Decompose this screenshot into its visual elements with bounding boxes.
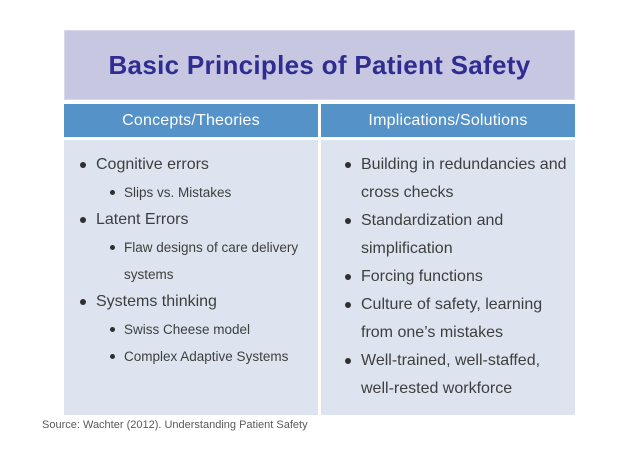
bullet-text: Culture of safety, learning from one’s m… — [361, 296, 543, 341]
bullet-icon — [110, 190, 115, 195]
bullet-item: Standardization and simplification — [339, 207, 569, 263]
bullet-icon — [345, 218, 351, 224]
bullet-icon — [80, 162, 86, 168]
bullet-item: Swiss Cheese model — [104, 316, 312, 343]
bullet-text: Systems thinking — [96, 293, 217, 310]
bullet-icon — [345, 358, 351, 364]
bullet-text: Standardization and simplification — [361, 212, 504, 257]
bullet-icon — [110, 245, 115, 250]
bullet-item: Flaw designs of care delivery systems — [104, 234, 312, 288]
bullet-text: Flaw designs of care delivery systems — [124, 240, 299, 282]
bullet-item: Culture of safety, learning from one’s m… — [339, 291, 569, 347]
column-header-label: Concepts/Theories — [122, 111, 260, 129]
concepts-cell: Cognitive errors Slips vs. Mistakes Late… — [64, 140, 318, 415]
column-header-concepts: Concepts/Theories — [64, 104, 318, 137]
bullet-item: Forcing functions — [339, 263, 569, 291]
bullet-text: Forcing functions — [361, 268, 483, 285]
bullet-text: Building in redundancies and cross check… — [361, 156, 567, 201]
bullet-text: Swiss Cheese model — [124, 322, 251, 337]
bullet-icon — [110, 327, 115, 332]
bullet-item: Slips vs. Mistakes — [104, 179, 312, 206]
column-header-label: Implications/Solutions — [368, 111, 528, 129]
bullet-icon — [345, 162, 351, 168]
bullet-item: Well-trained, well-staffed, well-rested … — [339, 347, 569, 403]
bullet-text: Well-trained, well-staffed, well-rested … — [361, 352, 541, 397]
bullet-icon — [345, 274, 351, 280]
bullet-item: Complex Adaptive Systems — [104, 343, 312, 370]
bullet-icon — [110, 354, 115, 359]
bullet-item: Latent Errors — [74, 206, 312, 234]
source-note: Source: Wachter (2012). Understanding Pa… — [42, 419, 308, 431]
bullet-item: Building in redundancies and cross check… — [339, 151, 569, 207]
bullet-text: Latent Errors — [96, 211, 189, 228]
bullet-icon — [80, 217, 86, 223]
implications-cell: Building in redundancies and cross check… — [321, 140, 575, 415]
bullet-item: Systems thinking — [74, 288, 312, 316]
bullet-text: Cognitive errors — [96, 156, 209, 173]
two-column-table: Concepts/Theories Implications/Solutions… — [64, 104, 575, 415]
slide-title-box: Basic Principles of Patient Safety — [64, 30, 575, 100]
bullet-icon — [80, 299, 86, 305]
column-header-implications: Implications/Solutions — [321, 104, 575, 137]
slide-title: Basic Principles of Patient Safety — [108, 49, 531, 80]
bullet-icon — [345, 302, 351, 308]
bullet-item: Cognitive errors — [74, 151, 312, 179]
bullet-text: Slips vs. Mistakes — [124, 185, 232, 200]
bullet-text: Complex Adaptive Systems — [124, 349, 289, 364]
